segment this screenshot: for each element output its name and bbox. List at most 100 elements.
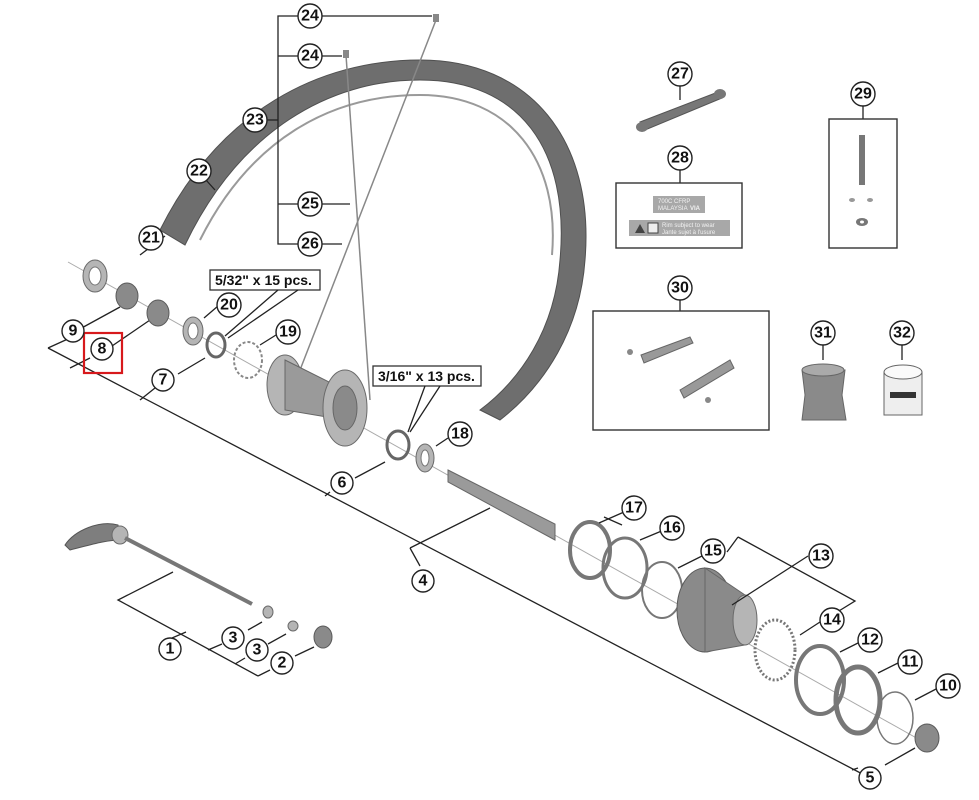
callout-19[interactable]: 19 xyxy=(275,319,301,345)
svg-text:32: 32 xyxy=(893,325,911,342)
callout-8-highlight xyxy=(82,331,124,375)
cone-part xyxy=(146,299,170,327)
svg-text:24: 24 xyxy=(301,8,319,25)
svg-text:4: 4 xyxy=(419,573,428,590)
callout-3b[interactable]: 3 xyxy=(245,638,269,662)
callout-11[interactable]: 11 xyxy=(897,649,923,675)
callout-7[interactable]: 7 xyxy=(151,368,175,392)
spring-part xyxy=(287,620,299,632)
spacer-part xyxy=(801,345,847,421)
valve-extender-part xyxy=(828,106,898,249)
svg-text:23: 23 xyxy=(246,112,264,129)
snap-ring-10 xyxy=(876,691,914,745)
callout-17[interactable]: 17 xyxy=(621,495,647,521)
sticker-warning1: Rim subject to wear xyxy=(662,223,715,229)
callout-13[interactable]: 13 xyxy=(808,543,834,569)
callout-18[interactable]: 18 xyxy=(447,421,473,447)
svg-text:22: 22 xyxy=(190,163,208,180)
svg-text:9: 9 xyxy=(69,323,78,340)
qty-note-right: 3/16" x 13 pcs. xyxy=(372,365,482,433)
callout-21[interactable]: 21 xyxy=(138,225,164,251)
sticker-line1: 700C CFRP xyxy=(658,199,690,205)
svg-text:5: 5 xyxy=(866,770,875,787)
seal-ring-16 xyxy=(601,536,649,600)
callout-27[interactable]: 27 xyxy=(667,61,693,87)
callout-3a[interactable]: 3 xyxy=(221,626,245,650)
callout-15[interactable]: 15 xyxy=(700,538,726,564)
svg-text:3: 3 xyxy=(253,642,262,659)
callout-10[interactable]: 10 xyxy=(935,673,961,699)
warning-icon xyxy=(635,224,645,233)
freehub-parts xyxy=(568,520,940,753)
svg-text:8: 8 xyxy=(98,341,107,358)
callout-28[interactable]: 28 xyxy=(667,145,693,171)
left-parts xyxy=(82,259,263,379)
callout-25[interactable]: 25 xyxy=(297,191,323,217)
callout-16[interactable]: 16 xyxy=(659,515,685,541)
callout-5[interactable]: 5 xyxy=(858,766,882,790)
callout-1[interactable]: 1 xyxy=(158,637,182,661)
svg-text:6: 6 xyxy=(338,475,347,492)
sticker-brand: VIA xyxy=(690,206,701,212)
axle-part xyxy=(447,469,556,541)
svg-text:15: 15 xyxy=(704,543,722,560)
svg-text:25: 25 xyxy=(301,196,319,213)
svg-text:26: 26 xyxy=(301,236,319,253)
svg-text:7: 7 xyxy=(159,372,168,389)
spring-part xyxy=(262,605,274,619)
main-bracket xyxy=(47,306,916,779)
right-hub-parts xyxy=(385,429,556,541)
callout-9[interactable]: 9 xyxy=(61,319,85,343)
adjusting-nut-part xyxy=(313,625,333,649)
svg-text:31: 31 xyxy=(814,325,832,342)
seal-ring-11 xyxy=(833,664,883,736)
nipple-part xyxy=(433,14,439,22)
svg-text:2: 2 xyxy=(278,655,287,672)
qty-note-left-text: 5/32" x 15 pcs. xyxy=(215,272,312,288)
callout-23[interactable]: 23 xyxy=(242,107,268,133)
callout-4[interactable]: 4 xyxy=(411,569,435,593)
callout-31[interactable]: 31 xyxy=(810,320,836,346)
callout-6[interactable]: 6 xyxy=(330,471,354,495)
svg-text:20: 20 xyxy=(220,297,238,314)
callout-12[interactable]: 12 xyxy=(857,627,883,653)
sticker-line2: MALAYSIA xyxy=(658,206,688,212)
svg-text:19: 19 xyxy=(279,324,297,341)
bracket-23 xyxy=(205,15,432,245)
svg-text:14: 14 xyxy=(823,612,841,629)
svg-text:11: 11 xyxy=(902,654,919,671)
callout-2[interactable]: 2 xyxy=(270,651,294,675)
svg-text:13: 13 xyxy=(812,548,830,565)
svg-text:12: 12 xyxy=(861,632,879,649)
spoke-wrench-part xyxy=(636,86,726,132)
callout-26[interactable]: 26 xyxy=(297,231,323,257)
o-ring-15 xyxy=(641,561,683,619)
bearing-retainer-right xyxy=(385,429,411,461)
ratchet-ring-14 xyxy=(753,618,797,682)
callout-8[interactable]: 8 xyxy=(90,337,114,361)
seal-ring-12 xyxy=(794,644,846,716)
sticker-warning2: Jante sujet à l'usure xyxy=(662,230,716,236)
svg-text:16: 16 xyxy=(663,520,681,537)
svg-text:29: 29 xyxy=(854,86,872,103)
spokes xyxy=(299,14,439,401)
info-book-icon xyxy=(647,222,659,234)
callout-29[interactable]: 29 xyxy=(850,81,876,107)
callout-30[interactable]: 30 xyxy=(667,275,693,301)
svg-text:21: 21 xyxy=(142,230,160,247)
svg-text:18: 18 xyxy=(451,426,469,443)
hub-body-part xyxy=(266,354,368,447)
seal-ring-17 xyxy=(568,520,612,580)
callout-24b[interactable]: 24 xyxy=(297,43,323,69)
callout-20[interactable]: 20 xyxy=(216,292,242,318)
bearing-retainer-left xyxy=(205,331,227,359)
callout-22[interactable]: 22 xyxy=(186,158,212,184)
qty-note-right-text: 3/16" x 13 pcs. xyxy=(378,368,475,384)
lock-nut-5 xyxy=(914,723,940,753)
brake-pads-part xyxy=(592,300,770,431)
callout-32[interactable]: 32 xyxy=(889,320,915,346)
callout-24a[interactable]: 24 xyxy=(297,3,323,29)
callout-14[interactable]: 14 xyxy=(819,607,845,633)
svg-text:1: 1 xyxy=(166,641,175,658)
